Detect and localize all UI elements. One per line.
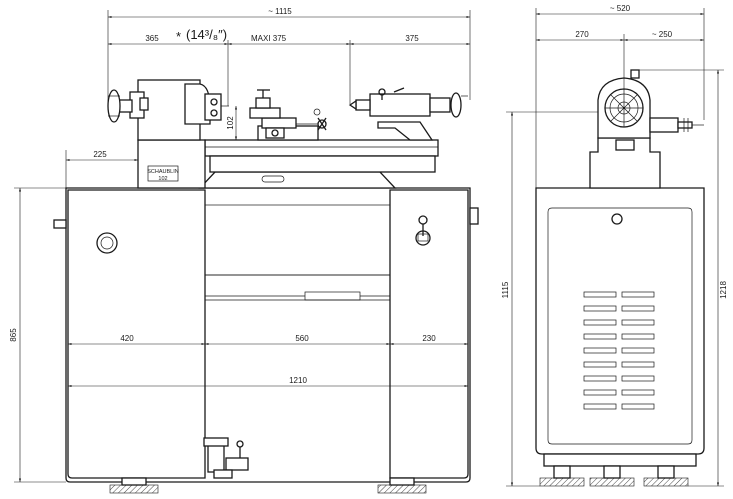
side-headstock — [589, 69, 704, 189]
tailstock — [348, 87, 468, 141]
side-dimensions: ~ 520 270 ~ 250 1115 1218 — [501, 4, 728, 487]
dim-overhang: 225 — [93, 150, 107, 159]
dim-inch-note: (14³/₈″) — [186, 27, 227, 42]
coolant-pump — [203, 437, 249, 479]
dim-cabinet-height: 865 — [9, 328, 18, 342]
dim-cabinet-length: 1210 — [289, 376, 307, 385]
headstock: SCHAUBLIN 102 — [107, 79, 229, 189]
dim-cabinet-right: 230 — [422, 334, 436, 343]
front-feet — [109, 477, 427, 494]
front-cabinet — [53, 171, 479, 483]
dim-left-width: 270 — [575, 30, 589, 39]
front-dimensions: ~ 1115 365 * (14³/₈″) MAXI 375 375 102 2… — [9, 7, 471, 483]
dim-height-b: 1218 — [719, 281, 728, 299]
dim-overall-width: ~ 520 — [610, 4, 631, 13]
side-view: ~ 520 270 ~ 250 1115 1218 — [501, 4, 728, 487]
front-view: SCHAUBLIN 102 — [9, 7, 479, 494]
side-cabinet — [535, 187, 705, 467]
side-vents — [583, 291, 655, 410]
maker-plate-line2: 102 — [158, 176, 167, 182]
carriage — [249, 89, 327, 141]
maker-plate-line1: SCHAUBLIN — [147, 169, 179, 175]
dim-tailstock: 375 — [405, 34, 419, 43]
dim-cabinet-middle: 560 — [295, 334, 309, 343]
dim-overall-length: ~ 1115 — [268, 7, 292, 16]
dim-right-width: ~ 250 — [652, 30, 673, 39]
dim-cabinet-left: 420 — [120, 334, 134, 343]
dim-max-between: MAXI 375 — [251, 34, 287, 43]
side-feet — [539, 465, 689, 487]
dim-note-asterisk: * — [176, 29, 181, 44]
dim-headstock: 365 — [145, 34, 159, 43]
dim-center-height: 102 — [226, 116, 235, 130]
dim-height-a: 1115 — [501, 281, 510, 298]
lathe-bed — [204, 139, 439, 173]
